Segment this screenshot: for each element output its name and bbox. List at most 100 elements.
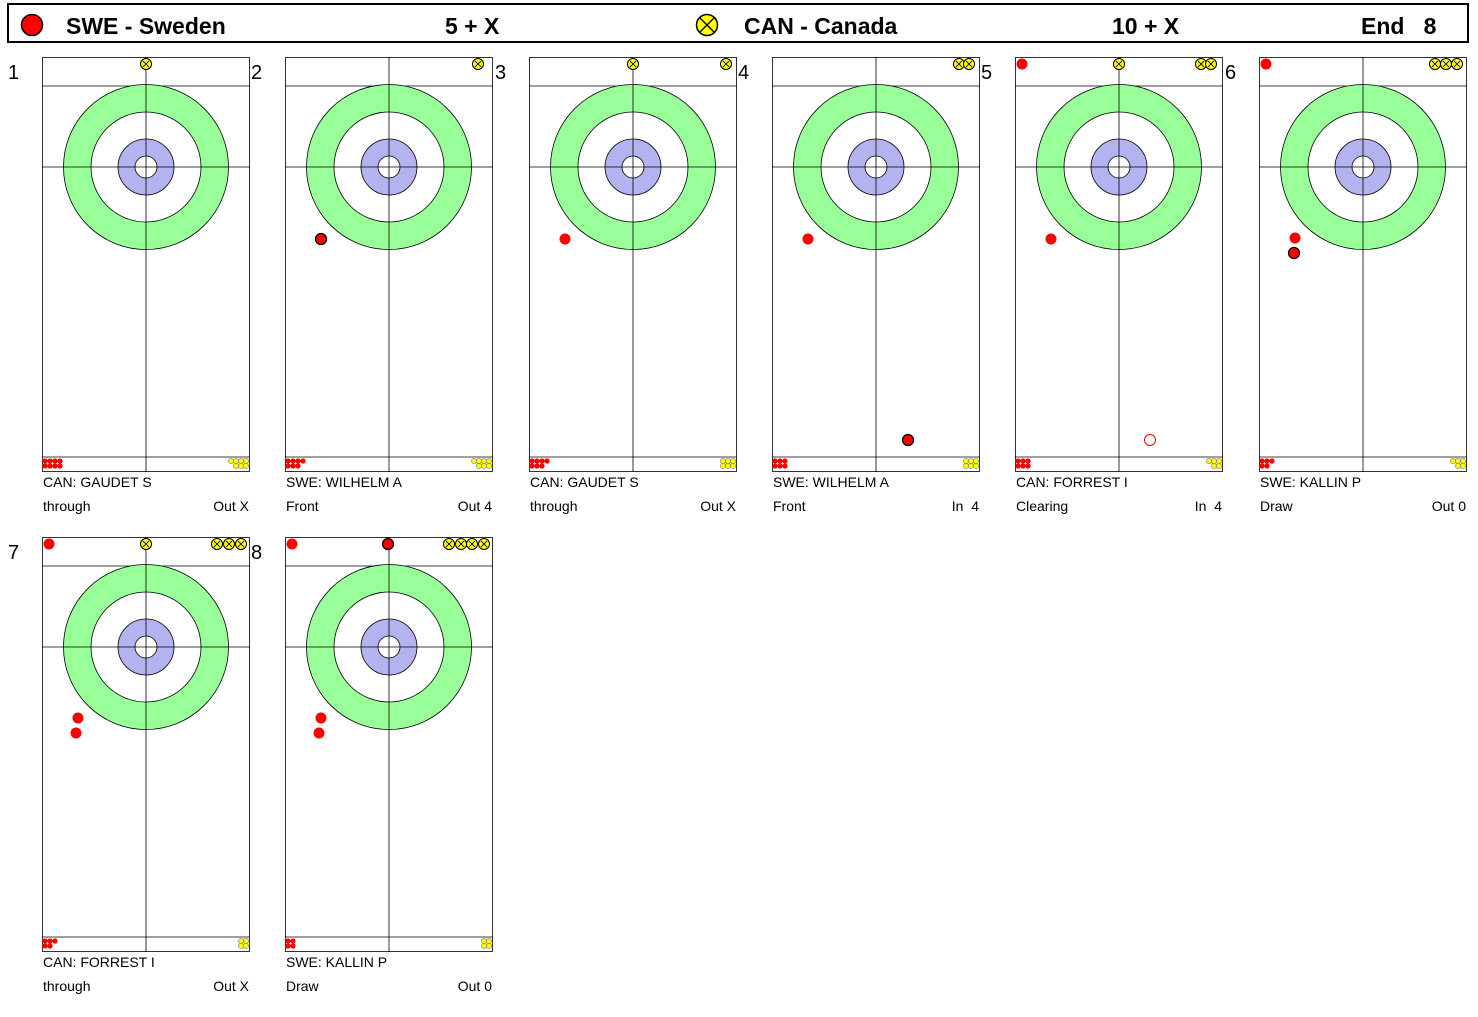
- red-remaining-stone: [42, 463, 48, 469]
- yellow-remaining-stone: [476, 463, 482, 469]
- yellow-stone: [466, 538, 478, 550]
- shot-number: 5: [981, 62, 993, 84]
- house-diagram: [42, 57, 250, 472]
- yellow-stone: [953, 58, 965, 70]
- yellow-remaining-stone: [963, 463, 969, 469]
- yellow-remaining-stone: [1211, 458, 1217, 464]
- yellow-remaining-stone: [486, 463, 492, 469]
- yellow-remaining-stone: [720, 458, 726, 464]
- red-remaining-stone: [1259, 458, 1265, 464]
- red-stone: [802, 233, 814, 245]
- shot-player: CAN: GAUDET S: [43, 474, 152, 490]
- red-stone: [313, 727, 325, 739]
- red-stone: [1144, 434, 1156, 446]
- red-stone: [1289, 232, 1301, 244]
- yellow-remaining-stone: [238, 463, 244, 469]
- red-stone: [286, 538, 298, 550]
- yellow-stone: [443, 538, 455, 550]
- yellow-remaining-stone: [1455, 458, 1461, 464]
- red-remaining-stone: [290, 938, 296, 944]
- shot-player: SWE: WILHELM A: [286, 474, 402, 490]
- red-remaining-stone: [1269, 458, 1275, 464]
- scoreboard-header: SWE - Sweden 5 + X CAN - Canada 10 + X E…: [7, 3, 1469, 43]
- yellow-remaining-stone: [243, 938, 249, 944]
- shot-type: Front: [286, 498, 319, 514]
- red-remaining-stone: [290, 943, 296, 949]
- red-remaining-stone: [290, 458, 296, 464]
- red-remaining-stone: [1015, 458, 1021, 464]
- red-stone: [1260, 58, 1272, 70]
- yellow-stone: [627, 58, 639, 70]
- yellow-stone: [235, 538, 247, 550]
- yellow-stone: [455, 538, 467, 550]
- yellow-remaining-stone: [730, 463, 736, 469]
- house-diagram: [1259, 57, 1467, 472]
- shot-type: through: [530, 498, 578, 514]
- yellow-remaining-stone: [481, 943, 487, 949]
- yellow-remaining-stone: [486, 938, 492, 944]
- yellow-remaining-stone: [238, 938, 244, 944]
- red-remaining-stone: [782, 463, 788, 469]
- red-remaining-stone: [285, 463, 291, 469]
- red-remaining-stone: [52, 463, 58, 469]
- red-remaining-stone: [777, 463, 783, 469]
- red-stone: [314, 232, 328, 246]
- red-remaining-stone: [1259, 463, 1265, 469]
- yellow-stone-icon: [695, 13, 719, 37]
- yellow-remaining-stone: [238, 943, 244, 949]
- yellow-stone: [223, 538, 235, 550]
- yellow-remaining-stone: [243, 943, 249, 949]
- yellow-stone: [1195, 58, 1207, 70]
- red-stone: [559, 233, 571, 245]
- yellow-stone: [1205, 58, 1217, 70]
- shot-panel: 8 SWE: KALLIN P Draw Out 0: [251, 537, 498, 1017]
- red-remaining-stone: [529, 458, 535, 464]
- yellow-remaining-stone: [238, 458, 244, 464]
- yellow-remaining-stone: [968, 463, 974, 469]
- yellow-remaining-stone: [963, 458, 969, 464]
- shot-panel: 7 CAN: FORREST I through Out X: [8, 537, 255, 1017]
- yellow-stone: [1440, 58, 1452, 70]
- red-remaining-stone: [285, 458, 291, 464]
- red-remaining-stone: [57, 458, 63, 464]
- red-stone: [70, 727, 82, 739]
- red-remaining-stone: [47, 458, 53, 464]
- red-remaining-stone: [1015, 463, 1021, 469]
- red-stone: [1016, 58, 1028, 70]
- yellow-stone: [472, 58, 484, 70]
- yellow-remaining-stone: [1460, 458, 1466, 464]
- shot-player: SWE: KALLIN P: [286, 954, 388, 970]
- red-remaining-stone: [539, 463, 545, 469]
- team1-name: SWE - Sweden: [66, 13, 226, 39]
- shot-player: SWE: KALLIN P: [1260, 474, 1362, 490]
- shot-type: Draw: [286, 978, 319, 994]
- shot-type: Draw: [1260, 498, 1293, 514]
- red-remaining-stone: [1020, 458, 1026, 464]
- yellow-remaining-stone: [720, 463, 726, 469]
- shot-panel: 6 SWE: KALLIN P Draw Out 0: [1225, 57, 1472, 537]
- shot-result: Out X: [213, 498, 249, 514]
- shot-type: Front: [773, 498, 806, 514]
- shot-panel: 1 CAN: GAUDET S through Out X: [8, 57, 255, 537]
- red-remaining-stone: [290, 463, 296, 469]
- red-stone: [381, 537, 395, 551]
- red-remaining-stone: [57, 463, 63, 469]
- yellow-remaining-stone: [725, 463, 731, 469]
- yellow-remaining-stone: [481, 458, 487, 464]
- shot-type: Clearing: [1016, 498, 1069, 514]
- red-stone: [1045, 233, 1057, 245]
- house-diagram: [42, 537, 250, 952]
- red-remaining-stone: [285, 938, 291, 944]
- shot-result: In 4: [951, 498, 979, 514]
- red-remaining-stone: [285, 943, 291, 949]
- house-diagram: [529, 57, 737, 472]
- red-remaining-stone: [1025, 458, 1031, 464]
- red-remaining-stone: [777, 458, 783, 464]
- yellow-remaining-stone: [233, 463, 239, 469]
- red-remaining-stone: [534, 463, 540, 469]
- yellow-remaining-stone: [233, 458, 239, 464]
- yellow-remaining-stone: [228, 458, 234, 464]
- red-remaining-stone: [47, 938, 53, 944]
- red-remaining-stone: [772, 458, 778, 464]
- shot-result: Out 0: [457, 978, 492, 994]
